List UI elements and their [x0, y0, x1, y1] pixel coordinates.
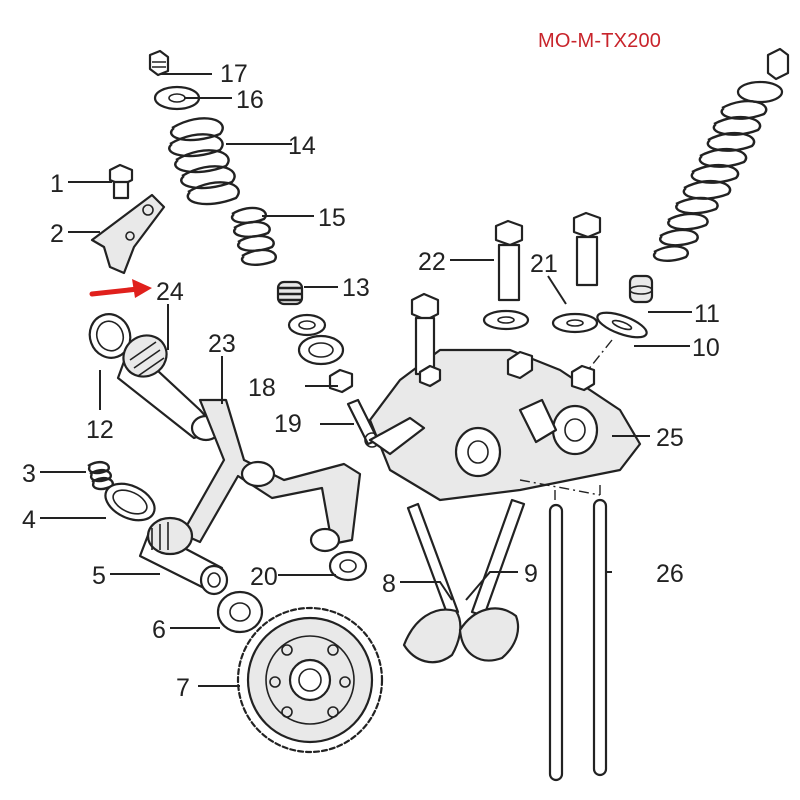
callout-22: 22: [418, 248, 446, 276]
pushrods-26: [519, 479, 608, 782]
o-ring-4: [104, 482, 156, 522]
rocker-housing-25: [368, 292, 642, 502]
bolt-1: [108, 163, 134, 200]
callout-23: 23: [208, 330, 236, 358]
callout-8: 8: [382, 570, 396, 598]
right-stem-seal-11: [628, 274, 654, 304]
nut-18: [328, 368, 354, 394]
callout-14: 14: [288, 132, 316, 160]
valve-cap-17: [148, 49, 170, 77]
callout-20: 20: [250, 563, 278, 591]
callout-12: 12: [86, 416, 114, 444]
small-spring-3: [87, 460, 114, 491]
callout-6: 6: [152, 616, 166, 644]
right-washer-10: [596, 311, 648, 339]
flat-washers: [482, 309, 599, 334]
callout-7: 7: [176, 674, 190, 702]
valve-9: [458, 498, 526, 662]
callout-1: 1: [50, 170, 64, 198]
washer-12: [88, 313, 132, 359]
callout-2: 2: [50, 220, 64, 248]
callout-11: 11: [694, 300, 720, 328]
rocker-arm-23: [180, 398, 362, 553]
callout-19: 19: [274, 410, 302, 438]
washer-20: [328, 550, 368, 582]
bolt-21: [572, 211, 602, 287]
valve-stem-seal-13: [276, 280, 304, 306]
callout-18: 18: [248, 374, 276, 402]
bolt-22: [494, 219, 524, 302]
right-valve-cap: [736, 47, 790, 104]
washer-6: [216, 590, 264, 634]
callout-25: 25: [656, 424, 684, 452]
callout-16: 16: [236, 86, 264, 114]
callout-21: 21: [530, 250, 558, 278]
callout-10: 10: [692, 334, 720, 362]
rocker-shaft-24: [116, 334, 222, 442]
right-valve-spring: [652, 99, 768, 262]
model-code: MO-M-TX200: [538, 30, 662, 52]
bracket-2: [90, 193, 166, 275]
callout-4: 4: [22, 506, 36, 534]
cam-gear-7: [236, 606, 384, 754]
inner-valve-spring-15: [230, 206, 277, 266]
callout-26: 26: [656, 560, 684, 588]
highlight-arrow: [89, 279, 152, 298]
valve-8: [402, 502, 462, 664]
spring-seat-washers: [287, 313, 345, 366]
callout-17: 17: [220, 60, 248, 88]
shaft-5: [138, 516, 229, 596]
outer-valve-spring-14: [168, 117, 240, 206]
leader-lines: [40, 73, 692, 687]
callout-15: 15: [318, 204, 346, 232]
callout-3: 3: [22, 460, 36, 488]
callout-9: 9: [524, 560, 538, 588]
callout-5: 5: [92, 562, 106, 590]
callout-24: 24: [156, 278, 184, 306]
callout-13: 13: [342, 274, 370, 302]
